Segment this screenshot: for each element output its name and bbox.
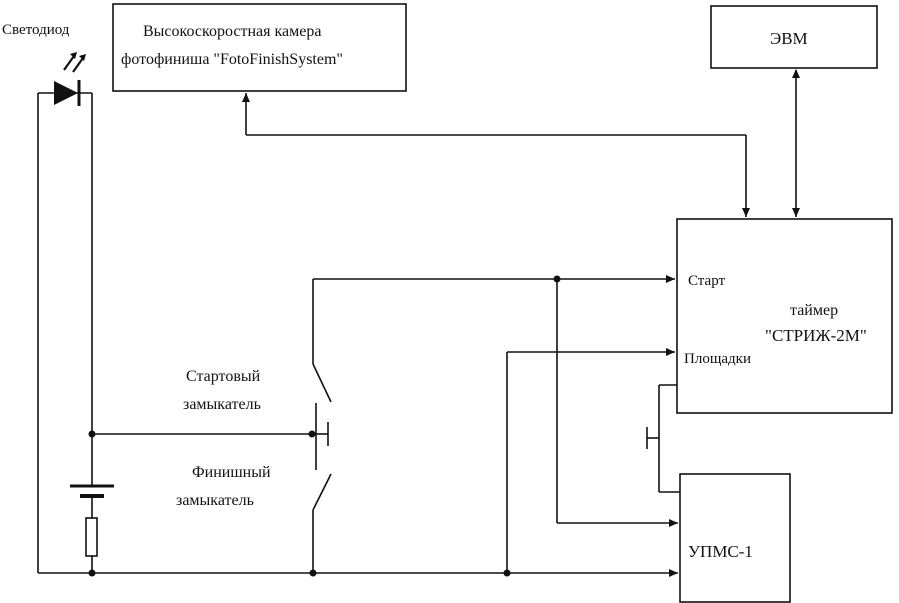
junction-dot xyxy=(308,430,316,438)
timer-box xyxy=(676,218,893,414)
junction-dot xyxy=(309,569,317,577)
computer-box xyxy=(710,5,878,69)
timer-pads-label: Площадки xyxy=(684,351,751,367)
upms-box xyxy=(679,473,791,603)
camera-title-line2: фотофиниша "FotoFinishSystem" xyxy=(121,51,343,68)
timer-title-line1: таймер xyxy=(790,302,838,319)
junction-dot xyxy=(88,569,96,577)
junction-dot xyxy=(503,569,511,577)
start-switch-label-line1: Стартовый xyxy=(186,368,261,385)
finish-switch-label-line1: Финишный xyxy=(192,464,271,481)
camera-box xyxy=(112,3,407,92)
timer-title-line2: "СТРИЖ-2М" xyxy=(765,326,867,345)
camera-title-line1: Высокоскоростная камера xyxy=(143,23,321,40)
start-switch-blade xyxy=(312,363,332,403)
start-switch-label-line2: замыкатель xyxy=(183,396,261,413)
led-label: Светодиод xyxy=(2,22,70,38)
upms-label: УПМС-1 xyxy=(688,542,753,561)
finish-switch-label-line2: замыкатель xyxy=(176,492,254,509)
computer-label: ЭВМ xyxy=(770,29,808,48)
timer-start-label: Старт xyxy=(688,273,726,289)
junction-dot xyxy=(88,430,96,438)
led-symbol xyxy=(54,52,86,106)
finish-switch-blade xyxy=(312,473,332,511)
resistor xyxy=(85,517,98,557)
